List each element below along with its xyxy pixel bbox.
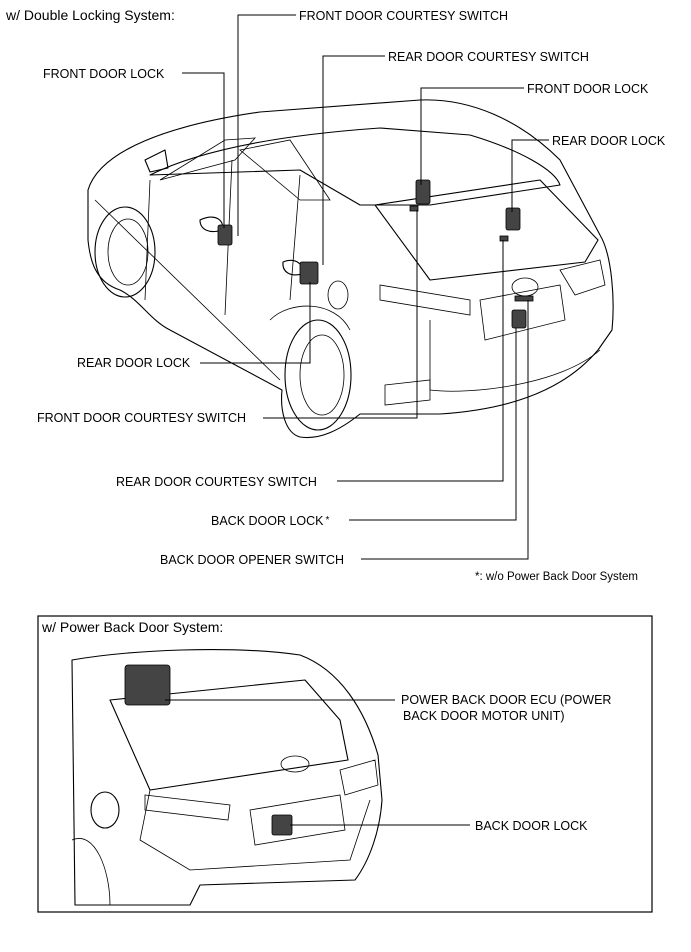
front-door-lock-part (217, 224, 233, 246)
back-door-lock-text: BACK DOOR LOCK (211, 514, 324, 528)
front-door-lock-part-right (415, 179, 431, 205)
label-rear-door-lock-left: REAR DOOR LOCK (77, 356, 191, 370)
label-front-door-lock-left: FRONT DOOR LOCK (43, 67, 165, 81)
footnote: *: w/o Power Back Door System (475, 571, 638, 583)
label-bottom-back-door-lock: BACK DOOR LOCK (475, 819, 588, 833)
label-front-door-courtesy-switch-bottom: FRONT DOOR COURTESY SWITCH (37, 411, 247, 425)
label-rear-door-lock-right: REAR DOOR LOCK (552, 134, 666, 148)
label-power-back-door-ecu-line2: BACK DOOR MOTOR UNIT) (403, 709, 565, 723)
power-back-door-ecu-part (124, 664, 171, 706)
label-back-door-opener-switch: BACK DOOR OPENER SWITCH (160, 553, 345, 567)
label-front-door-lock-right: FRONT DOOR LOCK (527, 82, 649, 96)
bottom-section-title: w/ Power Back Door System: (42, 619, 224, 635)
label-rear-door-courtesy-switch-top: REAR DOOR COURTESY SWITCH (388, 50, 589, 64)
back-door-opener-part (514, 295, 534, 302)
top-car-illustration (87, 14, 614, 560)
top-section-title: w/ Double Locking System: (6, 7, 175, 23)
label-rear-door-courtesy-switch-bottom: REAR DOOR COURTESY SWITCH (116, 475, 317, 489)
courtesy-switch-part (409, 205, 419, 212)
rear-door-lock-part-left (299, 261, 319, 285)
rear-door-lock-part-right (505, 207, 521, 231)
bottom-back-door-lock-part (271, 814, 293, 836)
back-door-lock-asterisk: * (325, 515, 330, 526)
label-front-door-courtesy-switch-top: FRONT DOOR COURTESY SWITCH (299, 9, 509, 23)
label-back-door-lock: BACK DOOR LOCK* (211, 514, 329, 528)
back-door-lock-part (511, 309, 527, 329)
rear-courtesy-switch-part (499, 235, 509, 242)
label-power-back-door-ecu-line1: POWER BACK DOOR ECU (POWER (401, 693, 612, 707)
